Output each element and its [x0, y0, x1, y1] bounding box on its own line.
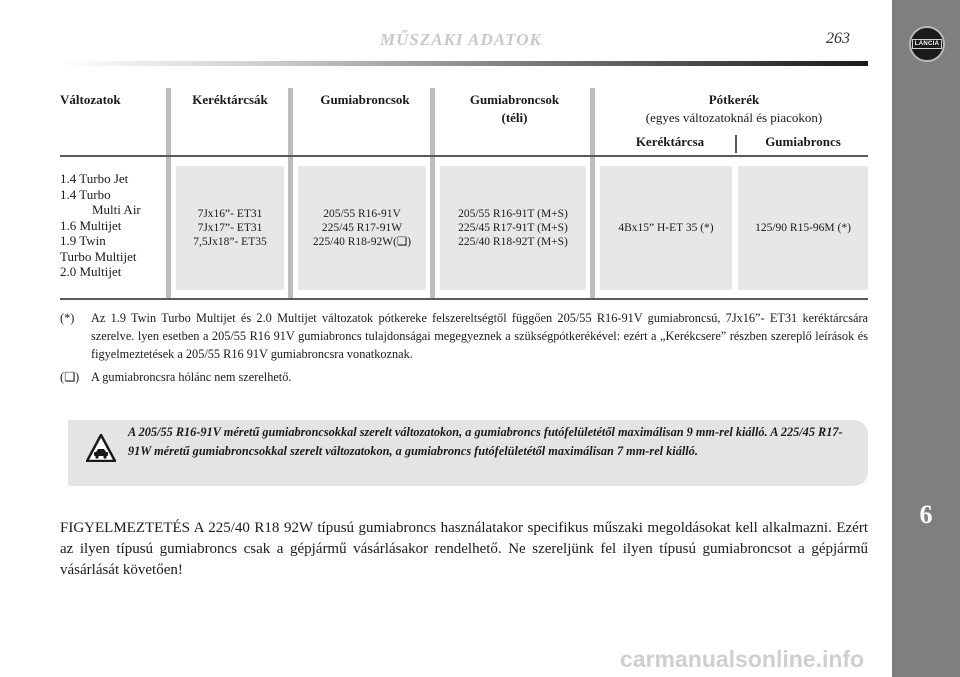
logo-text: LANCIA — [911, 39, 943, 49]
note-star-text: Az 1.9 Twin Turbo Multijet és 2.0 Multij… — [91, 311, 868, 361]
header-winter-tyres-line1: Gumiabroncsok — [469, 92, 560, 107]
table-bottom-rule — [60, 298, 868, 300]
column-separator — [166, 88, 171, 298]
header-spare: Pótkerék — [708, 92, 760, 107]
warning-paragraph: FIGYELMEZTETÉS A 225/40 R18 92W típusú g… — [60, 520, 868, 578]
table-header-rule — [60, 155, 868, 157]
header-rule — [60, 61, 868, 66]
warning-box-text: A 205/55 R16-91V méretű gumiabroncsokkal… — [128, 425, 843, 458]
rim-item: 7Jx17”- ET31 — [197, 222, 263, 234]
variant-item: 1.9 Twin — [60, 233, 106, 248]
header-rims: Keréktárcsák — [192, 92, 268, 107]
cell-tyres: 205/55 R16-91V 225/45 R17-91W 225/40 R18… — [298, 166, 426, 290]
variant-item: 2.0 Multijet — [60, 264, 122, 279]
variant-item: 1.4 Turbo — [60, 186, 111, 202]
note-star-marker: (*) — [60, 311, 75, 325]
variant-item: 1.4 Turbo Jet — [60, 171, 129, 186]
column-separator — [430, 88, 435, 298]
spare-tyre-value: 125/90 R15-96M (*) — [755, 222, 851, 234]
variant-item: 1.6 Multijet — [60, 217, 122, 233]
note-box-marker: (❏) — [60, 370, 80, 384]
rim-item: 7,5Jx18”- ET35 — [193, 236, 267, 248]
cell-rims: 7Jx16”- ET31 7Jx17”- ET31 7,5Jx18”- ET35 — [176, 166, 284, 290]
winter-tyre-item: 225/40 R18-92T (M+S) — [458, 236, 568, 248]
rim-item: 7Jx16”- ET31 — [197, 208, 263, 220]
warning-box — [68, 420, 868, 486]
warning-triangle-icon — [86, 434, 116, 462]
header-spare-tyre: Gumiabroncs — [765, 134, 841, 149]
tyre-item: 205/55 R16-91V — [323, 208, 401, 220]
column-separator — [288, 88, 293, 298]
tyre-item: 225/40 R18-92W(❏) — [312, 236, 412, 248]
header-spare-note: (egyes változatoknál és piacokon) — [645, 110, 823, 125]
chapter-number: 6 — [919, 500, 933, 529]
spare-rim-value: 4Bx15” H-ET 35 (*) — [618, 222, 714, 234]
variants-list: 1.4 Turbo Jet 1.4 Turbo Multi Air 1.6 Mu… — [60, 171, 141, 280]
cell-winter-tyres: 205/55 R16-91T (M+S) 225/45 R17-91T (M+S… — [440, 166, 586, 290]
spare-header-divider — [735, 135, 737, 153]
header-tyres: Gumiabroncsok — [320, 92, 410, 107]
variant-item: Turbo Multijet — [60, 248, 137, 264]
page-number: 263 — [826, 30, 850, 47]
note-box-text: A gumiabroncsra hólánc nem szerelhető. — [91, 370, 292, 384]
variant-item: Multi Air — [92, 202, 141, 217]
winter-tyre-item: 225/45 R17-91T (M+S) — [458, 222, 568, 234]
header-winter-tyres-line2: (téli) — [501, 110, 528, 125]
page-header-title: MŰSZAKI ADATOK — [380, 30, 542, 49]
lancia-logo: LANCIA — [909, 26, 945, 62]
cell-spare-tyre: 125/90 R15-96M (*) — [738, 166, 868, 290]
column-separator — [590, 88, 595, 298]
header-variants: Változatok — [60, 92, 121, 107]
tyre-item: 225/45 R17-91W — [321, 222, 403, 234]
footer-watermark: carmanualsonline.info — [620, 646, 865, 672]
cell-spare-rim: 4Bx15” H-ET 35 (*) — [600, 166, 732, 290]
header-spare-rim: Keréktárcsa — [635, 134, 705, 149]
chapter-side-tab — [892, 0, 960, 677]
winter-tyre-item: 205/55 R16-91T (M+S) — [458, 208, 568, 220]
